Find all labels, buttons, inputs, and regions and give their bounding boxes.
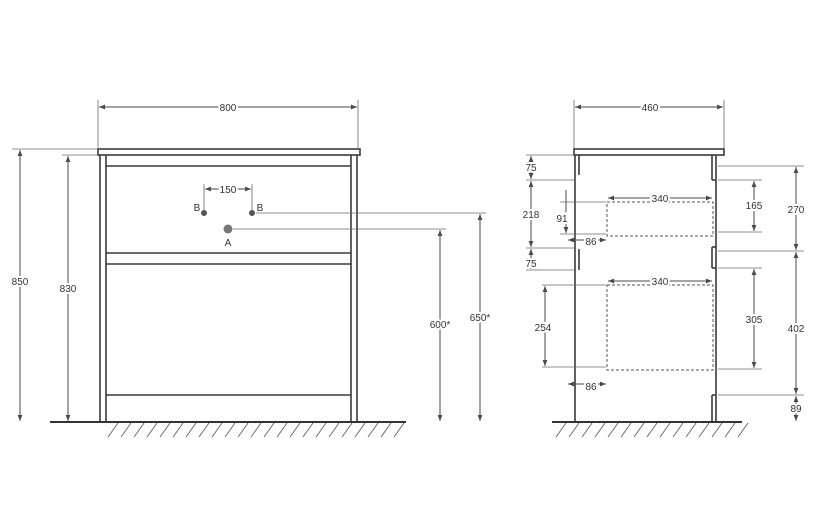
ground-hatch-stroke bbox=[120, 422, 132, 438]
tap-spacing-label: 150 bbox=[220, 185, 237, 196]
point-b-right-marker bbox=[249, 210, 255, 216]
ground-hatch-stroke bbox=[568, 422, 580, 438]
side-top-drawer bbox=[606, 201, 714, 237]
height-total-label: 850 bbox=[12, 277, 29, 288]
side-dim-218: 218 bbox=[523, 210, 540, 221]
height-a-label: 600* bbox=[430, 320, 451, 331]
height-body-label: 830 bbox=[60, 284, 77, 295]
front-ground-hatch bbox=[107, 422, 405, 438]
ground-hatch-stroke bbox=[672, 422, 684, 438]
ground-hatch-stroke bbox=[185, 422, 197, 438]
side-view: 460 340 340 75 218 91 86 75 254 86 bbox=[521, 100, 807, 438]
ground-hatch-stroke bbox=[250, 422, 262, 438]
ground-hatch-stroke bbox=[620, 422, 632, 438]
side-dim-75-top: 75 bbox=[525, 163, 537, 174]
ground-hatch-stroke bbox=[633, 422, 645, 438]
ground-hatch-stroke bbox=[724, 422, 736, 438]
ground-hatch-stroke bbox=[380, 422, 392, 438]
side-bottom-drawer bbox=[606, 284, 714, 371]
ground-hatch-stroke bbox=[659, 422, 671, 438]
ground-hatch-stroke bbox=[328, 422, 340, 438]
ground-hatch-stroke bbox=[133, 422, 145, 438]
ground-hatch-stroke bbox=[237, 422, 249, 438]
ground-hatch-stroke bbox=[224, 422, 236, 438]
front-view: 800 150 B B A 600* 650* 850 830 bbox=[10, 100, 492, 438]
side-dim-402: 402 bbox=[788, 324, 805, 335]
ground-hatch-stroke bbox=[289, 422, 301, 438]
ground-hatch-stroke bbox=[367, 422, 379, 438]
ground-hatch-stroke bbox=[211, 422, 223, 438]
front-width-label: 800 bbox=[220, 103, 237, 114]
side-dim-270: 270 bbox=[788, 205, 805, 216]
ground-hatch-stroke bbox=[607, 422, 619, 438]
ground-hatch-stroke bbox=[263, 422, 275, 438]
point-a-label: A bbox=[225, 238, 232, 249]
side-dim-75-mid: 75 bbox=[525, 259, 537, 270]
side-dim-305: 305 bbox=[746, 315, 763, 326]
side-dim-165: 165 bbox=[746, 201, 763, 212]
height-b-label: 650* bbox=[470, 313, 491, 324]
side-ground-hatch bbox=[555, 422, 749, 438]
point-b-right-label: B bbox=[257, 203, 264, 214]
front-countertop bbox=[97, 148, 361, 156]
drawer-width-bottom-label: 340 bbox=[652, 277, 669, 288]
ground-hatch-stroke bbox=[107, 422, 119, 438]
ground-hatch-stroke bbox=[581, 422, 593, 438]
ground-hatch-stroke bbox=[159, 422, 171, 438]
ground-hatch-stroke bbox=[172, 422, 184, 438]
side-dim-86-bottom: 86 bbox=[585, 382, 597, 393]
side-dim-91: 91 bbox=[556, 214, 568, 225]
ground-hatch-stroke bbox=[354, 422, 366, 438]
ground-hatch-stroke bbox=[555, 422, 567, 438]
ground-hatch-stroke bbox=[276, 422, 288, 438]
ground-hatch-stroke bbox=[737, 422, 749, 438]
ground-hatch-stroke bbox=[198, 422, 210, 438]
ground-hatch-stroke bbox=[685, 422, 697, 438]
point-a-marker bbox=[223, 224, 233, 234]
side-dim-86-top: 86 bbox=[585, 237, 597, 248]
point-b-left-label: B bbox=[194, 203, 201, 214]
ground-hatch-stroke bbox=[711, 422, 723, 438]
ground-hatch-stroke bbox=[341, 422, 353, 438]
ground-hatch-stroke bbox=[146, 422, 158, 438]
drawer-width-top-label: 340 bbox=[652, 194, 669, 205]
ground-hatch-stroke bbox=[302, 422, 314, 438]
ground-hatch-stroke bbox=[594, 422, 606, 438]
ground-hatch-stroke bbox=[646, 422, 658, 438]
side-dim-254: 254 bbox=[535, 323, 552, 334]
side-dim-89: 89 bbox=[790, 404, 802, 415]
ground-hatch-stroke bbox=[315, 422, 327, 438]
point-b-left-marker bbox=[201, 210, 207, 216]
ground-hatch-stroke bbox=[698, 422, 710, 438]
side-depth-label: 460 bbox=[642, 103, 659, 114]
side-countertop bbox=[573, 148, 725, 156]
ground-hatch-stroke bbox=[393, 422, 405, 438]
